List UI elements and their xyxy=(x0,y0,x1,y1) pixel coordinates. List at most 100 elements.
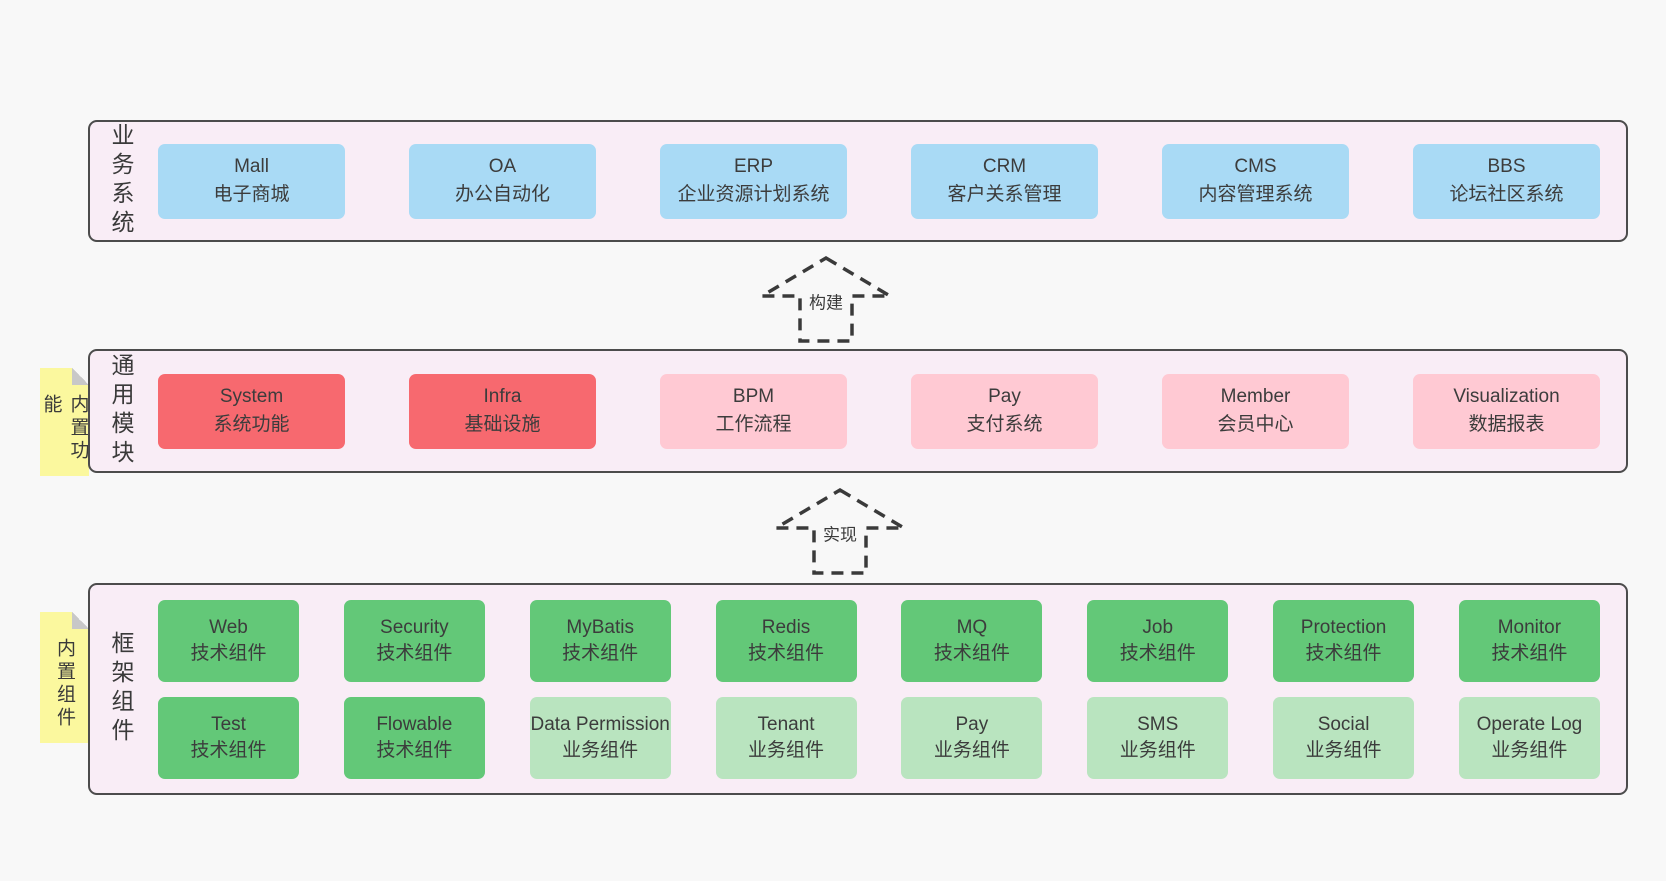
box-title: Tenant xyxy=(757,713,815,735)
box-subtitle: 技术组件 xyxy=(1491,642,1568,664)
box-title: BPM xyxy=(732,386,775,408)
arrow-build: 构建 xyxy=(756,255,896,343)
box-title: Security xyxy=(380,616,449,638)
box-security: Security 技术组件 xyxy=(343,599,485,682)
box-title: CMS xyxy=(1234,156,1277,178)
up-arrow-icon xyxy=(756,255,896,343)
box-member: Member 会员中心 xyxy=(1162,373,1349,449)
box-title: Monitor xyxy=(1497,616,1562,638)
box-title: Test xyxy=(211,713,246,735)
box-title: System xyxy=(219,386,284,408)
layer-framework-components-label: 框架组件 xyxy=(108,631,134,747)
box-title: Operate Log xyxy=(1476,713,1583,735)
box-erp: ERP 企业资源计划系统 xyxy=(660,143,847,219)
box-subtitle: 客户关系管理 xyxy=(947,184,1062,205)
box-title: Visualization xyxy=(1453,386,1560,408)
box-subtitle: 会员中心 xyxy=(1217,414,1294,435)
framework-components-row-2: Test 技术组件 Flowable 技术组件 Data Permission … xyxy=(158,696,1600,779)
box-oa: OA 办公自动化 xyxy=(409,143,596,219)
box-title: Redis xyxy=(761,616,811,638)
box-mybatis: MyBatis 技术组件 xyxy=(529,599,671,682)
box-job: Job 技术组件 xyxy=(1087,599,1229,682)
box-flowable: Flowable 技术组件 xyxy=(343,696,485,779)
box-data-permission: Data Permission 业务组件 xyxy=(529,696,671,779)
box-visualization: Visualization 数据报表 xyxy=(1413,373,1600,449)
box-subtitle: 工作流程 xyxy=(715,414,792,435)
tag-built-in-components-label: 内置组件 xyxy=(54,638,75,730)
up-arrow-icon xyxy=(770,487,910,575)
box-subtitle: 技术组件 xyxy=(562,642,639,664)
box-title: Mall xyxy=(234,156,269,178)
box-protection: Protection 技术组件 xyxy=(1273,599,1415,682)
box-title: Job xyxy=(1142,616,1174,638)
box-bbs: BBS 论坛社区系统 xyxy=(1413,143,1600,219)
box-redis: Redis 技术组件 xyxy=(715,599,857,682)
arrow-implement: 实现 xyxy=(770,487,910,575)
box-subtitle: 业务组件 xyxy=(748,739,825,761)
box-system: System 系统功能 xyxy=(158,373,345,449)
arrow-build-label: 构建 xyxy=(806,287,846,315)
box-title: Data Permission xyxy=(530,713,670,735)
box-title: Flowable xyxy=(376,713,453,735)
box-subtitle: 技术组件 xyxy=(1119,642,1196,664)
box-subtitle: 支付系统 xyxy=(966,414,1043,435)
box-subtitle: 论坛社区系统 xyxy=(1449,184,1564,205)
box-subtitle: 电子商城 xyxy=(213,184,290,205)
box-subtitle: 业务组件 xyxy=(933,739,1010,761)
box-title: ERP xyxy=(733,156,774,178)
box-crm: CRM 客户关系管理 xyxy=(911,143,1098,219)
box-tenant: Tenant 业务组件 xyxy=(715,696,857,779)
box-title: SMS xyxy=(1137,713,1179,735)
layer-business-systems: 业务系统 Mall 电子商城 OA 办公自动化 ERP 企业资源计划系统 CRM… xyxy=(88,120,1628,242)
box-subtitle: 数据报表 xyxy=(1468,414,1545,435)
box-subtitle: 业务组件 xyxy=(1491,739,1568,761)
box-pay-biz: Pay 业务组件 xyxy=(901,696,1043,779)
layer-framework-components: 框架组件 Web 技术组件 Security 技术组件 MyBatis 技术组件… xyxy=(88,583,1628,795)
box-title: Pay xyxy=(988,386,1021,408)
box-subtitle: 技术组件 xyxy=(190,642,267,664)
framework-components-rows: Web 技术组件 Security 技术组件 MyBatis 技术组件 Redi… xyxy=(138,599,1626,779)
tag-built-in-features-label: 内置功能 xyxy=(40,394,89,463)
arrow-implement-label: 实现 xyxy=(820,519,860,547)
layer-common-modules-label: 通用模块 xyxy=(108,353,134,469)
box-subtitle: 办公自动化 xyxy=(454,184,550,205)
box-mall: Mall 电子商城 xyxy=(158,143,345,219)
box-subtitle: 系统功能 xyxy=(213,414,290,435)
common-modules-boxes: System 系统功能 Infra 基础设施 BPM 工作流程 Pay 支付系统… xyxy=(138,373,1626,449)
box-pay: Pay 支付系统 xyxy=(911,373,1098,449)
box-title: MQ xyxy=(956,616,988,638)
box-title: Pay xyxy=(955,713,989,735)
box-subtitle: 基础设施 xyxy=(464,414,541,435)
layer-common-modules: 通用模块 System 系统功能 Infra 基础设施 BPM 工作流程 Pay… xyxy=(88,349,1628,473)
box-title: MyBatis xyxy=(566,616,634,638)
box-title: Member xyxy=(1220,386,1291,408)
box-subtitle: 企业资源计划系统 xyxy=(677,184,830,205)
box-mq: MQ 技术组件 xyxy=(901,599,1043,682)
box-title: Infra xyxy=(483,386,522,408)
tag-built-in-features: 内置功能 xyxy=(40,368,89,476)
box-title: OA xyxy=(488,156,517,178)
box-subtitle: 技术组件 xyxy=(190,739,267,761)
box-subtitle: 技术组件 xyxy=(376,739,453,761)
box-title: Web xyxy=(209,616,248,638)
box-web: Web 技术组件 xyxy=(158,599,299,682)
framework-components-row-1: Web 技术组件 Security 技术组件 MyBatis 技术组件 Redi… xyxy=(158,599,1600,682)
box-subtitle: 技术组件 xyxy=(748,642,825,664)
box-title: CRM xyxy=(982,156,1027,178)
business-systems-boxes: Mall 电子商城 OA 办公自动化 ERP 企业资源计划系统 CRM 客户关系… xyxy=(138,143,1626,219)
box-title: Social xyxy=(1317,713,1370,735)
box-infra: Infra 基础设施 xyxy=(409,373,596,449)
box-title: BBS xyxy=(1487,156,1526,178)
box-subtitle: 业务组件 xyxy=(562,739,639,761)
box-bpm: BPM 工作流程 xyxy=(660,373,847,449)
box-operate-log: Operate Log 业务组件 xyxy=(1458,696,1600,779)
box-subtitle: 业务组件 xyxy=(1119,739,1196,761)
tag-built-in-components: 内置组件 xyxy=(40,612,89,743)
box-sms: SMS 业务组件 xyxy=(1087,696,1229,779)
box-monitor: Monitor 技术组件 xyxy=(1458,599,1600,682)
box-social: Social 业务组件 xyxy=(1273,696,1415,779)
box-cms: CMS 内容管理系统 xyxy=(1162,143,1349,219)
box-subtitle: 技术组件 xyxy=(933,642,1010,664)
layer-business-systems-label: 业务系统 xyxy=(108,123,134,239)
